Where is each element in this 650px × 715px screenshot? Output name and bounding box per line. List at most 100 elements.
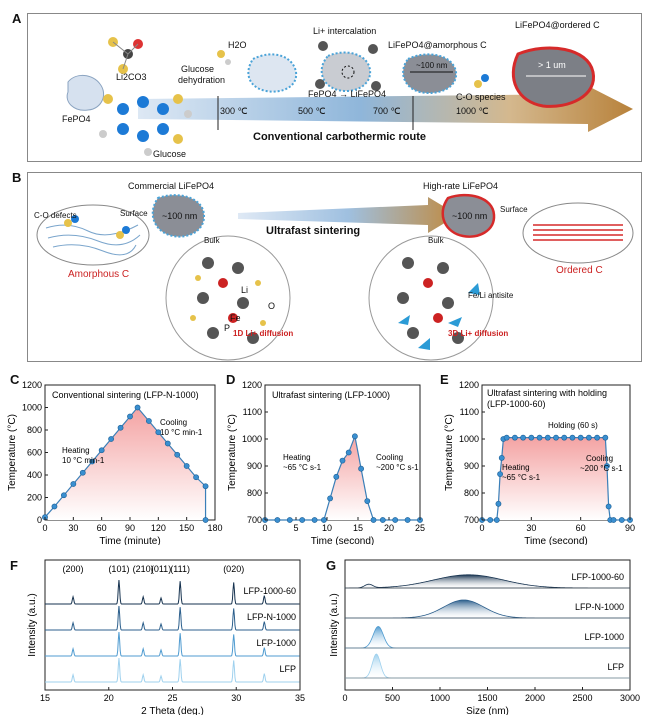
data-point	[497, 471, 503, 477]
data-point	[569, 434, 576, 441]
chart-title: Conventional sintering (LFP-N-1000)	[52, 390, 199, 400]
x-axis-label: Time (minute)	[99, 536, 160, 545]
amorphous-c-label: Amorphous C	[68, 269, 130, 280]
panel-f-label: F	[10, 558, 18, 573]
ordered-c-ellipse	[522, 202, 634, 264]
data-point	[311, 517, 318, 523]
annotation-heating: Heating	[283, 453, 311, 462]
panel-a: A FePO4 Li2CO3 Glucose H2O Glucose dehyd…	[12, 11, 642, 162]
data-point	[511, 434, 518, 441]
glucose-molecule	[99, 94, 192, 156]
temp-1000: 1000 ℃	[456, 106, 489, 116]
route-arrow	[138, 86, 633, 132]
y-tick-label: 0	[37, 515, 42, 525]
series-line	[45, 631, 300, 657]
y-tick-label: 1200	[22, 380, 42, 390]
crystal-atoms-left	[190, 257, 266, 344]
size-label-left: ~100 nm	[162, 211, 198, 221]
data-point	[358, 465, 364, 472]
data-point	[536, 434, 543, 441]
x-axis-label: Size (nm)	[466, 706, 509, 715]
y-tick-label: 900	[464, 461, 479, 471]
y-tick-label: 1000	[242, 434, 262, 444]
data-point	[364, 498, 371, 504]
data-point	[51, 503, 58, 510]
x-tick-label: 0	[42, 523, 47, 533]
y-axis-label: Temperature (°C)	[7, 414, 18, 491]
data-point	[487, 517, 494, 523]
y-tick-label: 1100	[460, 407, 479, 417]
x-tick-label: 1500	[477, 693, 497, 703]
data-point	[594, 434, 601, 441]
li2co3-molecule	[108, 37, 143, 74]
annotation-heating-rate: 10 °C min-1	[62, 456, 105, 465]
y-tick-label: 800	[27, 425, 42, 435]
y-tick-label: 700	[247, 515, 262, 525]
data-point	[561, 434, 568, 441]
area-fill	[482, 437, 630, 520]
data-point	[202, 483, 209, 490]
ultrafast-arrow	[238, 197, 458, 233]
annotation-heating: Heating	[62, 446, 90, 455]
data-point	[327, 495, 333, 502]
y-tick-label: 1200	[459, 380, 479, 390]
amorphous-c-ellipse	[36, 204, 150, 266]
p-atom-label: P	[224, 323, 231, 333]
x-tick-label: 90	[125, 523, 135, 533]
li-intercalation-particle	[315, 41, 381, 92]
data-point	[553, 434, 559, 441]
size-label-right: ~100 nm	[452, 211, 488, 221]
annotation-cooling: Cooling	[160, 418, 187, 427]
x-axis-label: Time (second)	[311, 536, 375, 545]
annotation-cooling: Cooling	[586, 454, 613, 463]
glucose-label: Glucose	[153, 149, 187, 159]
highrate-particle	[441, 193, 496, 238]
peak-label: (101)	[108, 564, 129, 574]
series-label: LFP-N-1000	[575, 602, 624, 612]
li-atom-label: Li	[241, 285, 249, 295]
x-tick-label: 35	[295, 693, 305, 703]
amorphous-c-particle	[402, 53, 458, 94]
data-point	[528, 434, 535, 441]
chart-subtitle: (LFP-1000-60)	[487, 399, 546, 409]
peak-label: (111)	[170, 564, 190, 574]
data-point	[155, 429, 162, 436]
y-tick-label: 900	[247, 461, 262, 471]
x-axis-label: 2 Theta (deg.)	[141, 706, 204, 715]
series-label: LFP-1000-60	[243, 586, 296, 596]
data-point	[604, 463, 610, 469]
x-tick-label: 15	[353, 523, 363, 533]
area-fill	[265, 436, 420, 520]
series-label: LFP	[607, 662, 624, 672]
annotation-cooling-rate: 10 °C min-1	[160, 428, 203, 437]
x-tick-label: 30	[526, 523, 536, 533]
annotation-heating: Heating	[502, 463, 530, 472]
y-axis-label: Temperature (°C)	[227, 414, 238, 491]
data-point	[134, 404, 141, 411]
peak-label: (210)	[133, 564, 154, 574]
bulk-label-right: Bulk	[428, 236, 444, 245]
x-tick-label: 15	[40, 693, 50, 703]
y-tick-label: 400	[27, 470, 42, 480]
x-tick-label: 90	[625, 523, 635, 533]
data-point	[498, 455, 505, 461]
o-atom-label: O	[268, 301, 276, 311]
li2co3-label: Li2CO3	[116, 72, 147, 82]
data-point	[610, 517, 617, 523]
data-point	[404, 517, 411, 523]
x-tick-label: 120	[151, 523, 166, 533]
x-tick-label: 0	[262, 523, 267, 533]
data-point	[320, 517, 327, 523]
annotation-holding: Holding (60 s)	[548, 421, 598, 430]
data-point	[274, 517, 281, 523]
y-tick-label: 800	[247, 488, 262, 498]
annotation-cooling: Cooling	[376, 453, 403, 462]
plot-frame	[44, 559, 301, 691]
lifepo4-amorphous-label: LiFePO4@amorphous C	[388, 40, 487, 50]
temp-700: 700 ℃	[373, 106, 401, 116]
fepo4-label: FePO4	[62, 114, 91, 124]
route-label: Conventional carbothermic route	[253, 131, 426, 143]
data-point	[89, 458, 96, 465]
